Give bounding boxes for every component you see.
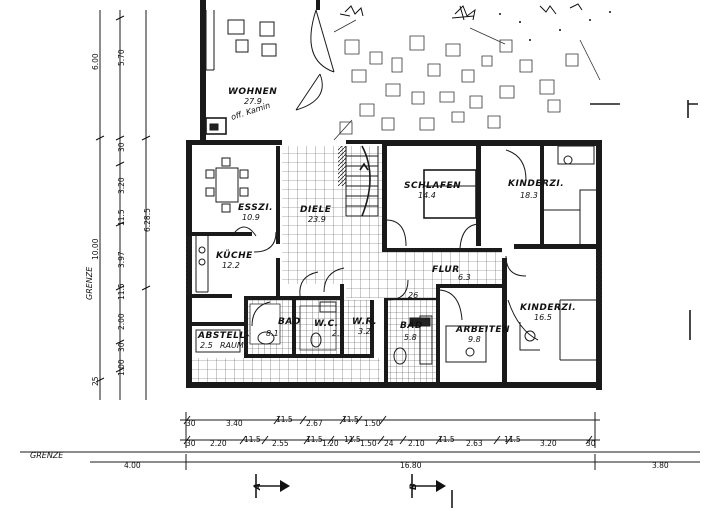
room-wc-name: W.C. xyxy=(314,319,339,329)
dim-100: 1.00 xyxy=(117,359,126,376)
room-kueche-name: KÜCHE xyxy=(216,250,253,261)
dim-overall-380: 3.80 xyxy=(652,461,669,470)
room-wc-area: 2.5 xyxy=(332,329,345,338)
dim-b-120: 1.20 xyxy=(322,439,339,448)
dim-overall-1680: 16.80 xyxy=(400,461,422,470)
dim-top-340: 3.40 xyxy=(226,419,243,428)
room-flur-area: 6.3 xyxy=(458,273,471,282)
dim-top-267: 2.67 xyxy=(306,419,323,428)
dim-b-30b: 30 xyxy=(586,439,596,448)
room-bad1-area: 8.1 xyxy=(266,329,279,338)
dim-b-115e: 11.5 xyxy=(504,435,521,444)
dim-30b: 30 xyxy=(117,342,126,352)
section-a-label: A xyxy=(253,483,263,491)
room-kinderzi2-area: 16.5 xyxy=(534,313,552,322)
room-kinderzi1-name: KINDERZI. xyxy=(508,179,564,189)
dimension-labels: 6.00 10.00 25 5.70 30 3.20 11.5 3.97 11.… xyxy=(91,49,669,470)
dim-top-30: 30 xyxy=(186,419,196,428)
dim-115b: 11.5 xyxy=(117,283,126,300)
dim-b-30a: 30 xyxy=(186,439,196,448)
dim-left-1000: 10.00 xyxy=(91,238,100,260)
dim-left-600: 6.00 xyxy=(91,53,100,70)
dim-b-210: 2.10 xyxy=(408,439,425,448)
room-diele-area: 23.9 xyxy=(308,215,326,224)
dim-30a: 30 xyxy=(117,142,126,152)
hatched-sections xyxy=(186,146,602,354)
room-bad2-area: 5.8 xyxy=(404,333,417,342)
room-esszi-area: 10.9 xyxy=(242,213,260,222)
section-marker-b: B xyxy=(409,474,453,508)
door-swings xyxy=(231,9,527,327)
room-flur-name: FLUR xyxy=(432,265,460,275)
room-kinderzi1-area: 18.3 xyxy=(520,191,538,200)
room-abstell-area: 2.5 xyxy=(200,341,213,350)
staircase xyxy=(345,145,379,217)
dim-left-25: 25 xyxy=(91,376,100,386)
room-abstell-name: ABSTELL- xyxy=(197,331,250,341)
grenze-bottom-label: GRENZE xyxy=(30,451,64,460)
dim-570: 5.70 xyxy=(117,49,126,66)
dim-397: 3.97 xyxy=(117,251,126,268)
dim-115a: 11.5 xyxy=(117,209,126,226)
furniture xyxy=(195,10,596,365)
terrace-paving xyxy=(333,3,698,340)
room-arbeiten-area: 9.8 xyxy=(468,335,481,344)
section-b-label: B xyxy=(409,483,419,490)
room-arbeiten-name: ARBEITEN xyxy=(455,325,510,335)
dim-b-115a: 11.5 xyxy=(244,435,261,444)
stair-mark: 26 xyxy=(408,291,418,300)
grenze-left-label: GRENZE xyxy=(85,266,94,300)
dim-top-150: 1.50 xyxy=(364,419,381,428)
dim-b-24: 24 xyxy=(384,439,394,448)
dim-b-115d: 11.5 xyxy=(438,435,455,444)
dim-top-115b: 11.5 xyxy=(342,415,359,424)
dim-b-150: 1.50 xyxy=(360,439,377,448)
dim-b-320: 3.20 xyxy=(540,439,557,448)
dim-b-263: 2.63 xyxy=(466,439,483,448)
dim-200: 2.00 xyxy=(117,313,126,330)
room-wohnen-name: WOHNEN xyxy=(228,87,277,97)
dim-b-115b: 11.5 xyxy=(306,435,323,444)
section-marker-a: A xyxy=(253,474,290,498)
room-bad1-name: BAD xyxy=(278,317,301,327)
room-wr-name: W.R. xyxy=(352,317,377,327)
dim-top-115a: 11.5 xyxy=(276,415,293,424)
tiled-floors xyxy=(192,146,502,382)
room-bad2-name: BAD xyxy=(400,321,423,331)
room-kinderzi2-name: KINDERZI. xyxy=(520,303,576,313)
dim-6285: 6.28.5 xyxy=(143,208,152,232)
room-abstell-name2: RAUM xyxy=(220,341,244,350)
dim-b-255: 2.55 xyxy=(272,439,289,448)
room-schlafen-area: 14.4 xyxy=(418,191,436,200)
room-wr-area: 3.2 xyxy=(358,327,371,336)
room-diele-name: DIELE xyxy=(300,205,332,215)
dim-b-220: 2.20 xyxy=(210,439,227,448)
dim-320: 3.20 xyxy=(117,177,126,194)
room-esszi-name: ESSZI. xyxy=(238,203,273,213)
room-kueche-area: 12.2 xyxy=(222,261,240,270)
dim-b-115c: 11.5 xyxy=(344,435,361,444)
room-wohnen-area: 27.9 xyxy=(244,97,262,106)
dimension-lines xyxy=(20,10,700,470)
dim-overall-400: 4.00 xyxy=(124,461,141,470)
room-schlafen-name: SCHLAFEN xyxy=(404,181,461,191)
